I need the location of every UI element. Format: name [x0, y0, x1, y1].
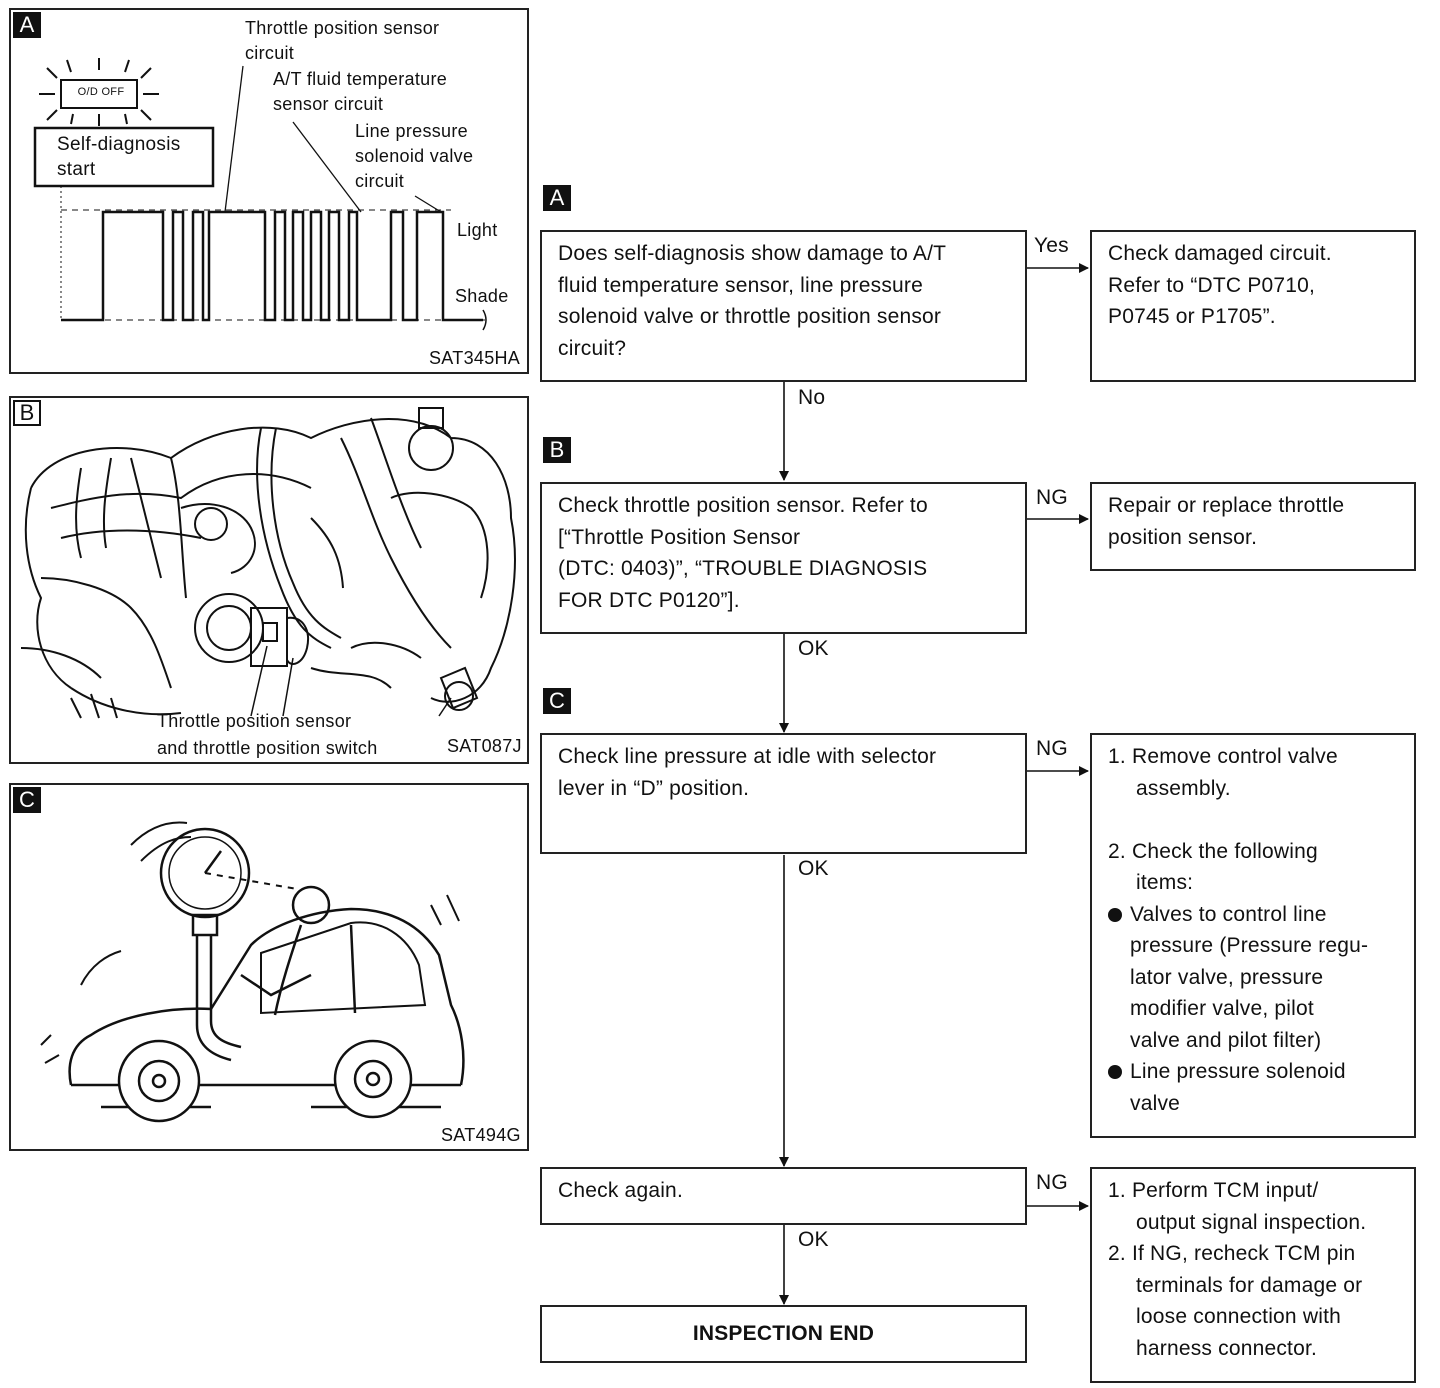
callout-throttle-position-sensor: Throttle position sensor circuit — [245, 18, 440, 63]
inspection-end: INSPECTION END — [540, 1305, 1027, 1363]
start-label-box — [33, 126, 215, 188]
q3-ng-label: NG — [1036, 737, 1068, 760]
self-diagnosis-signal-diagram — [33, 58, 489, 331]
panel-c-car-illustration: C — [9, 783, 529, 1151]
flow-tag-b: B — [543, 437, 571, 463]
panel-b-code: SAT087J — [447, 736, 522, 756]
result-remove-control-valve: 1. Remove control valve assembly. 2. Che… — [1090, 733, 1416, 1138]
q1-no-label: No — [798, 386, 826, 409]
result-repair-throttle-sensor: Repair or replace throttle position sens… — [1090, 482, 1416, 571]
q4-ok-label: OK — [798, 1228, 829, 1251]
od-off-label: O/D OFF — [77, 86, 125, 98]
start-label: Self-diagnosis start — [57, 134, 181, 180]
result-tcm-inspection: 1. Perform TCM input/ output signal insp… — [1090, 1167, 1416, 1383]
callout-line-pressure-solenoid: Line pressure solenoid valve circuit — [355, 121, 474, 191]
flow-tag-c: C — [543, 688, 571, 714]
car-pressure-gauge-illustration — [40, 821, 465, 1123]
panel-c-code: SAT494G — [441, 1125, 521, 1145]
flow-tag-a: A — [543, 185, 571, 211]
engine-bay-illustration — [20, 407, 516, 719]
result-check-damaged-circuit: Check damaged circuit. Refer to “DTC P07… — [1090, 230, 1416, 382]
decision-self-diagnosis: Does self-diagnosis show damage to A/T f… — [540, 230, 1027, 382]
lamp-rays — [39, 58, 159, 126]
shade-label: Shade — [455, 286, 509, 306]
od-off-lamp — [60, 79, 138, 109]
panel-b-tag: B — [13, 400, 41, 426]
step-check-line-pressure: Check line pressure at idle with selecto… — [540, 733, 1027, 854]
bullet-icon — [1108, 907, 1122, 922]
panel-c-tag: C — [13, 787, 41, 813]
panel-b-engine-illustration: B — [9, 396, 529, 764]
panel-b-caption: Throttle position sensor and throttle po… — [157, 711, 378, 758]
step-check-again: Check again. — [540, 1167, 1027, 1225]
callout-fluid-temperature-sensor: A/T fluid temperature sensor circuit — [273, 69, 448, 114]
pulse-waveform — [61, 210, 483, 322]
light-label: Light — [457, 220, 498, 240]
step-check-throttle-sensor: Check throttle position sensor. Refer to… — [540, 482, 1027, 634]
q1-yes-label: Yes — [1034, 234, 1069, 257]
q2-ng-label: NG — [1036, 486, 1068, 509]
panel-a-tag: A — [13, 12, 41, 38]
panel-a-code: SAT345HA — [429, 348, 521, 368]
q3-ok-label: OK — [798, 857, 829, 880]
q2-ok-label: OK — [798, 637, 829, 660]
panel-a-diagnosis-chart: A O/D OFF — [9, 8, 529, 374]
q4-ng-label: NG — [1036, 1171, 1068, 1194]
bullet-icon — [1108, 1065, 1122, 1079]
